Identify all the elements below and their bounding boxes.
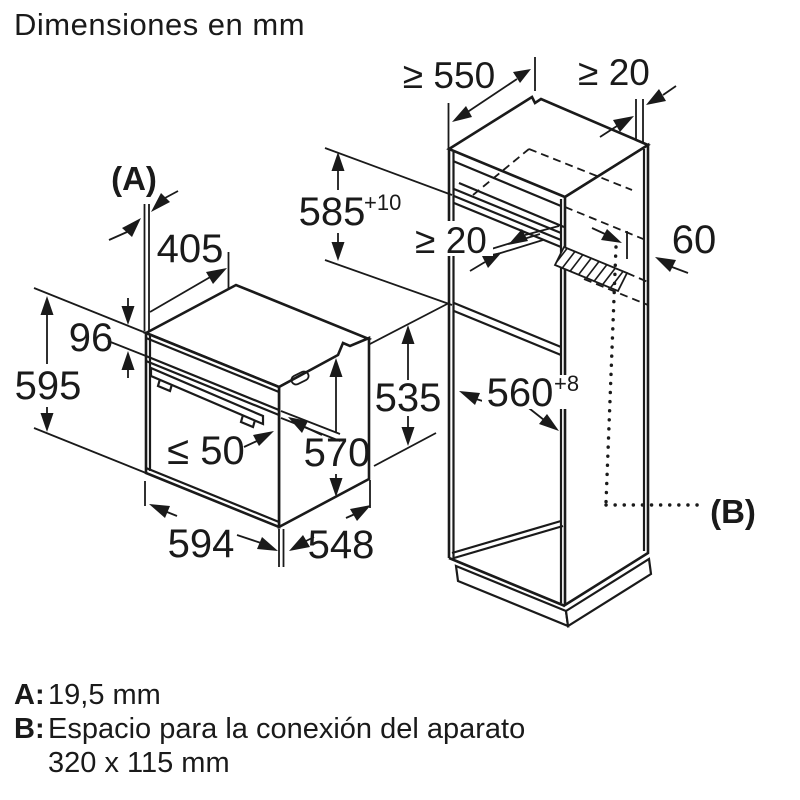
dim-niche-width-tolerance: +8 [554, 371, 579, 396]
cabinet-niche-top-shelf [453, 181, 565, 249]
dim-oven-body-height-label: 570 [304, 431, 371, 475]
dim-niche-height-label: 585 [299, 190, 366, 234]
oven-door-handle [149, 366, 265, 429]
dim-door-protrusion: ≤ 50 [167, 410, 341, 473]
oven-drawing: (A) 405 96 595 [15, 160, 374, 567]
legend-a-key: A: [14, 679, 45, 711]
dim-niche-height: 585 +10 [299, 147, 453, 306]
dim-oven-depth-label: 548 [308, 523, 375, 567]
cabinet-floor-edges [451, 519, 564, 560]
dim-cabinet-min-depth: ≥ 550 [403, 55, 536, 149]
dim-niche-width: 560 +8 [459, 371, 584, 431]
page-title: Dimensiones en mm [14, 7, 305, 42]
legend-b-value: Espacio para la conexión del aparato [48, 713, 525, 745]
dim-niche-height-tolerance: +10 [364, 190, 401, 215]
dim-front-gap-a: (A) [108, 160, 179, 331]
legend-b-value-2: 320 x 115 mm [48, 747, 230, 779]
dim-appliance-clearance-height: 535 [367, 302, 450, 467]
dim-oven-total-height: 595 [15, 296, 147, 474]
dim-control-panel-height: 96 [33, 287, 147, 378]
oven-side-face [277, 336, 371, 530]
dim-oven-top-clearance: 405 [149, 227, 230, 313]
oven-control-panel-line [145, 354, 280, 412]
oven-side-grip-recess [290, 370, 310, 386]
legend-b-key: B: [14, 713, 45, 745]
dim-niche-width-label: 560 [487, 371, 554, 415]
dim-control-panel-height-label: 96 [69, 316, 114, 360]
dim-cabinet-min-depth-label: ≥ 550 [403, 55, 495, 96]
dim-oven-top-clearance-label: 405 [157, 227, 224, 271]
marker-a: (A) [111, 160, 157, 197]
dim-rear-vent-depth: 60 [591, 218, 717, 274]
connection-space-dotted-line [604, 245, 704, 507]
dim-oven-body-height: 570 [304, 358, 371, 497]
marker-b: (B) [710, 493, 756, 530]
dim-oven-width-label: 594 [168, 522, 235, 566]
dim-cabinet-top-wall-gap-label: ≥ 20 [578, 52, 650, 93]
dim-appliance-clearance-height-label: 535 [375, 376, 442, 420]
cabinet-drawing: ≥ 550 ≥ 20 585 +10 [299, 52, 756, 628]
dim-rear-vent-depth-label: 60 [672, 218, 717, 262]
dim-cabinet-top-wall-gap: ≥ 20 [578, 52, 677, 143]
legend-a-value: 19,5 mm [48, 679, 161, 711]
dim-rear-shelf-gap-label: ≥ 20 [415, 220, 487, 261]
dim-rear-shelf-gap: ≥ 20 [409, 220, 560, 272]
legend: A: 19,5 mm B: Espacio para la conexión d… [14, 679, 525, 779]
dim-oven-total-height-label: 595 [15, 364, 82, 408]
dim-door-protrusion-label: ≤ 50 [167, 429, 245, 473]
cabinet-niche-bottom-shelf [453, 301, 562, 357]
dim-oven-width: 594 [144, 481, 285, 567]
cabinet-plinth [454, 557, 653, 628]
dim-oven-depth: 548 [289, 480, 374, 567]
cabinet-hidden-edges [472, 148, 649, 306]
